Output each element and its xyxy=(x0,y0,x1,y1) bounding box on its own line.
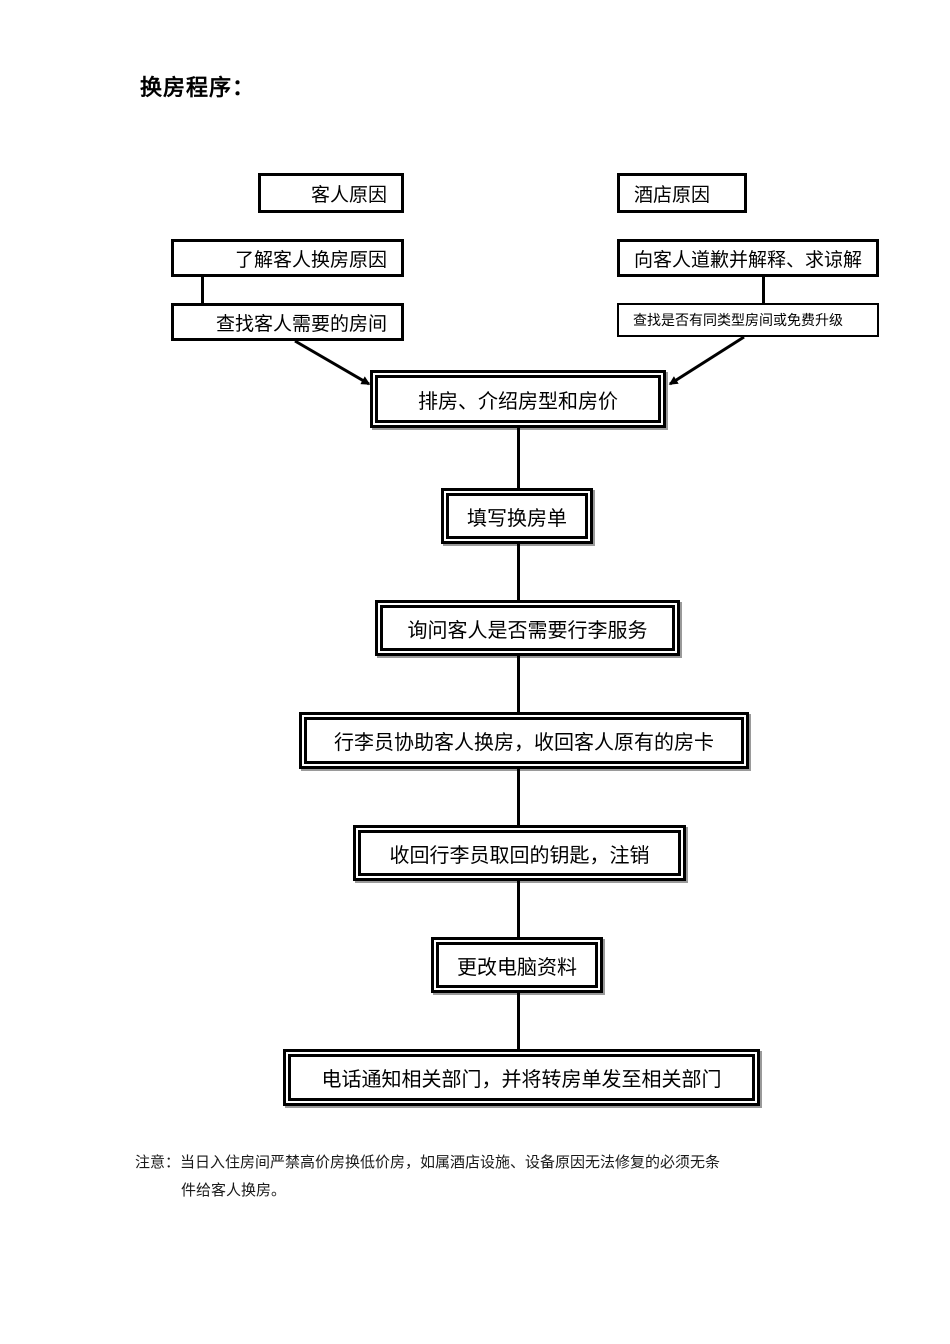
node-label: 了解客人换房原因 xyxy=(234,248,387,271)
node-label: 查找是否有同类型房间或免费升级 xyxy=(633,313,843,329)
connector-left-branch-vertical xyxy=(201,277,204,303)
connector-main-3 xyxy=(517,656,520,712)
node-notify-departments[interactable]: 电话通知相关部门，并将转房单发至相关部门 xyxy=(283,1049,760,1106)
connector-main-4 xyxy=(517,769,520,825)
node-assign-room-introduce-type-price[interactable]: 排房、介绍房型和房价 xyxy=(370,370,666,428)
node-hotel-reason-header[interactable]: 酒店原因 xyxy=(617,173,747,213)
arrow-left-to-merge xyxy=(294,339,371,386)
node-bellman-assist-collect-keycard[interactable]: 行李员协助客人换房，收回客人原有的房卡 xyxy=(299,712,749,769)
footnote-line-1: 注意：当日入住房间严禁高价房换低价房，如属酒店设施、设备原因无法修复的必须无条 xyxy=(135,1153,721,1171)
footnote-line-2: 件给客人换房。 xyxy=(181,1181,287,1199)
footnote: 注意：当日入住房间严禁高价房换低价房，如属酒店设施、设备原因无法修复的必须无条 … xyxy=(135,1148,835,1204)
node-label: 向客人道歉并解释、求谅解 xyxy=(634,248,863,271)
node-label: 电话通知相关部门，并将转房单发至相关部门 xyxy=(321,1067,722,1091)
node-fill-room-change-form[interactable]: 填写换房单 xyxy=(441,488,593,544)
node-update-computer-records[interactable]: 更改电脑资料 xyxy=(431,937,603,993)
connector-main-2 xyxy=(517,544,520,600)
node-understand-guest-reason[interactable]: 了解客人换房原因 xyxy=(171,239,404,277)
node-label: 行李员协助客人换房，收回客人原有的房卡 xyxy=(334,730,714,754)
node-label: 更改电脑资料 xyxy=(457,954,577,979)
node-find-requested-room[interactable]: 查找客人需要的房间 xyxy=(171,303,404,341)
page-title: 换房程序： xyxy=(140,76,256,101)
connector-main-1 xyxy=(517,428,520,488)
node-label: 酒店原因 xyxy=(634,183,711,206)
merge-arrows xyxy=(294,335,745,386)
node-label: 客人原因 xyxy=(310,183,387,206)
node-collect-keys-cancel[interactable]: 收回行李员取回的钥匙，注销 xyxy=(353,825,686,881)
connector-main-5 xyxy=(517,881,520,937)
node-label: 收回行李员取回的钥匙，注销 xyxy=(389,842,650,867)
node-guest-reason-header[interactable]: 客人原因 xyxy=(258,173,404,213)
node-label: 排房、介绍房型和房价 xyxy=(418,388,618,413)
node-label: 填写换房单 xyxy=(467,505,567,530)
node-apologize-explain[interactable]: 向客人道歉并解释、求谅解 xyxy=(617,239,879,277)
node-ask-baggage-service[interactable]: 询问客人是否需要行李服务 xyxy=(375,600,680,656)
connector-main-6 xyxy=(517,993,520,1049)
node-label: 查找客人需要的房间 xyxy=(215,312,387,335)
node-label: 询问客人是否需要行李服务 xyxy=(407,617,648,642)
node-find-same-type-or-upgrade[interactable]: 查找是否有同类型房间或免费升级 xyxy=(617,303,879,337)
connector-right-branch-vertical xyxy=(762,277,765,303)
arrow-right-to-merge xyxy=(668,335,745,386)
